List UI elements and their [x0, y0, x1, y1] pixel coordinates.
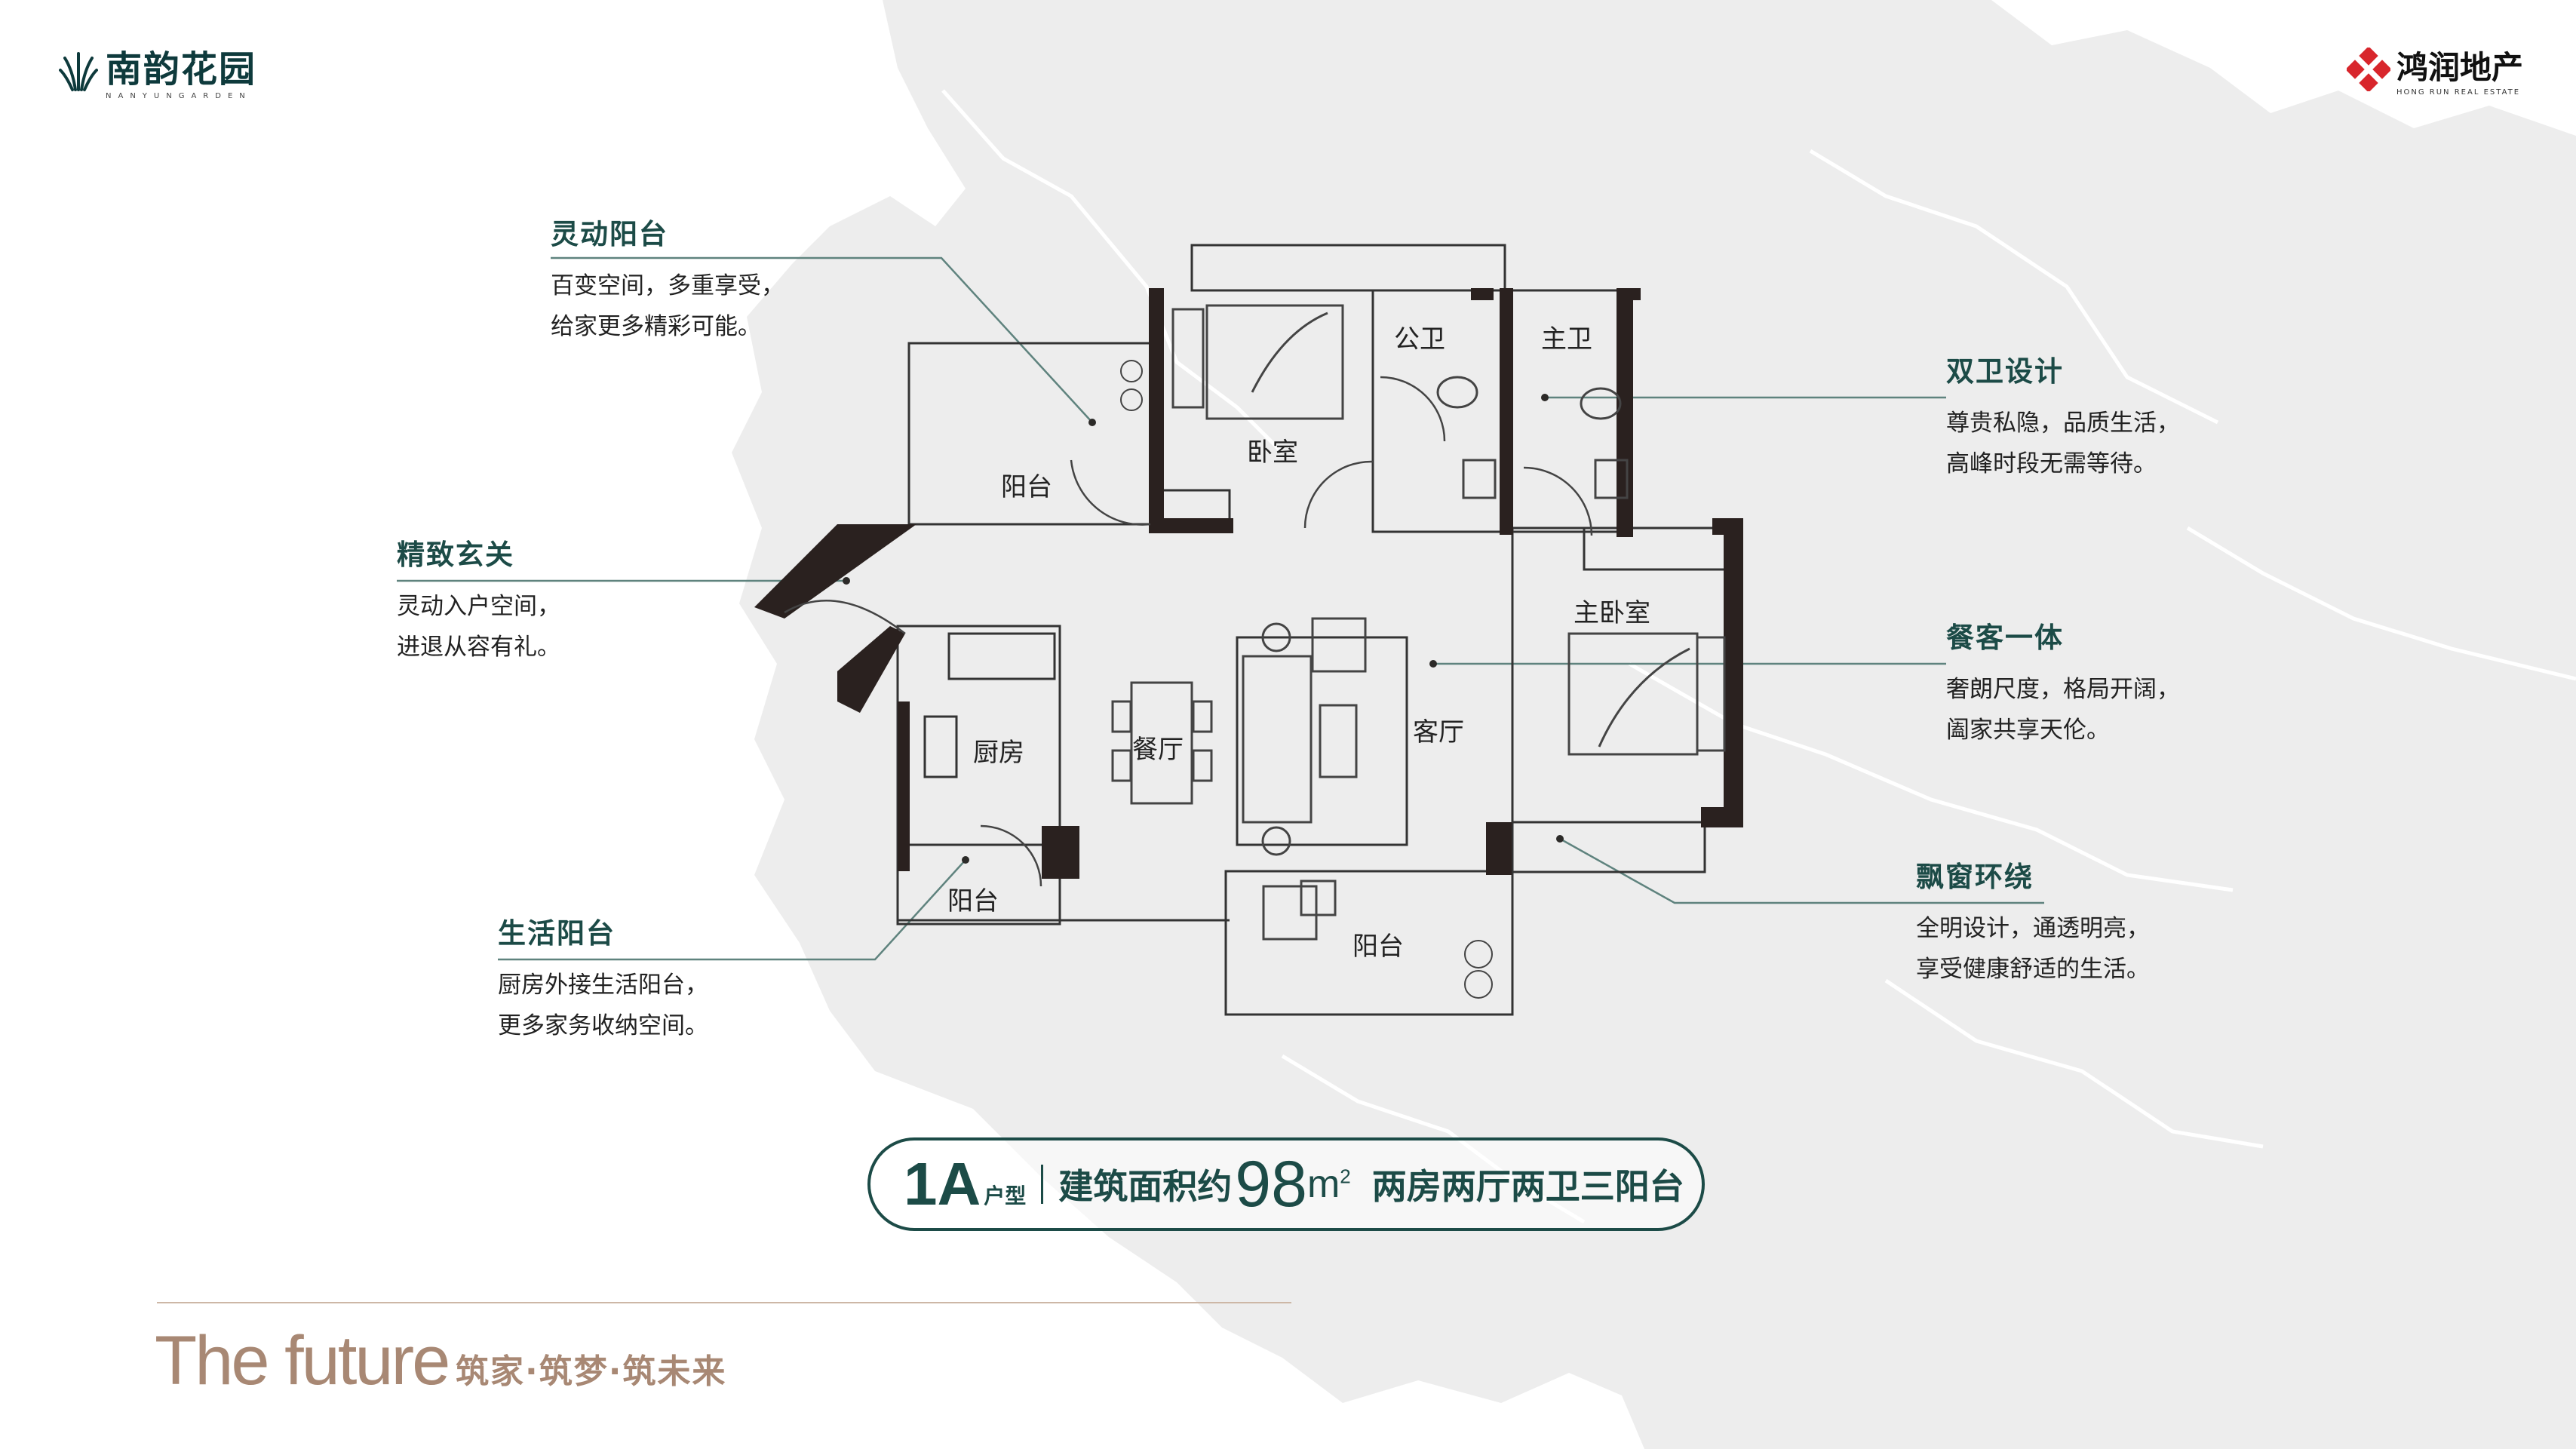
slogan-english: The future: [155, 1322, 450, 1399]
callout-text: 给家更多精彩可能。: [551, 313, 761, 340]
callout-text: 享受健康舒适的生活。: [1916, 956, 2150, 983]
callout-dual-bath: 双卫设计 尊贵私隐，品质生活， 高峰时段无需等待。: [1946, 348, 2180, 484]
brand-subtitle: NANYUNGARDEN: [106, 92, 252, 100]
callout-text: 进退从容有礼。: [397, 634, 560, 661]
fan-leaf-icon: [59, 51, 98, 91]
room-master-bedroom: 主卧室: [1574, 598, 1650, 628]
logo-nanyun-garden: 南韵花园 NANYUNGARDEN: [59, 39, 256, 100]
room-bedroom: 卧室: [1247, 437, 1298, 468]
room-balcony-top: 阳台: [1001, 472, 1052, 502]
area-unit: m2: [1306, 1162, 1351, 1206]
room-balcony-kitchen: 阳台: [947, 886, 999, 916]
callout-title: 双卫设计: [1946, 355, 2064, 388]
callout-bay-window: 飘窗环绕 全明设计，通透明亮， 享受健康舒适的生活。: [1916, 854, 2150, 990]
callout-service-balcony: 生活阳台 厨房外接生活阳台， 更多家务收纳空间。: [498, 910, 708, 1046]
callout-dining-living: 餐客一体 奢朗尺度，格局开阔， 阖家共享天伦。: [1946, 615, 2180, 751]
room-dining: 餐厅: [1132, 735, 1184, 765]
callout-entrance: 精致玄关 灵动入户空间， 进退从容有礼。: [397, 532, 560, 668]
area-value: 98: [1235, 1147, 1307, 1220]
callout-balcony-flex: 灵动阳台 百变空间，多重享受， 给家更多精彩可能。: [551, 211, 784, 347]
brand-subtitle: HONG RUN REAL ESTATE: [2396, 88, 2521, 97]
callout-text: 奢朗尺度，格局开阔，: [1946, 676, 2180, 703]
unit-spec-banner: 1A 户型 建筑面积约 98 m2 两房两厅两卫三阳台: [867, 1137, 1705, 1231]
callout-text: 尊贵私隐，品质生活，: [1946, 410, 2180, 437]
brand-name: 鸿润地产: [2396, 49, 2523, 86]
callout-text: 阖家共享天伦。: [1946, 717, 2110, 744]
spec-divider: [1041, 1165, 1044, 1204]
diamond-logo-icon: [2346, 48, 2390, 91]
room-balcony-living: 阳台: [1352, 932, 1404, 962]
room-kitchen: 厨房: [973, 738, 1024, 768]
callout-title: 生活阳台: [498, 917, 616, 950]
unit-code: 1A: [904, 1150, 981, 1217]
callout-text: 灵动入户空间，: [397, 593, 560, 620]
callout-text: 更多家务收纳空间。: [498, 1012, 708, 1039]
brand-name: 南韵花园: [106, 48, 257, 91]
callout-title: 餐客一体: [1946, 622, 2064, 654]
room-living: 客厅: [1413, 717, 1464, 748]
slogan-divider: [157, 1302, 1291, 1303]
callout-text: 高峰时段无需等待。: [1946, 450, 2157, 477]
callout-text: 厨房外接生活阳台，: [498, 972, 708, 999]
callout-title: 灵动阳台: [551, 218, 668, 250]
unit-layout: 两房两厅两卫三阳台: [1371, 1166, 1684, 1207]
area-label: 建筑面积约: [1058, 1166, 1233, 1207]
callout-text: 百变空间，多重享受，: [551, 272, 784, 299]
callout-text: 全明设计，通透明亮，: [1916, 915, 2150, 942]
slogan-chinese: 筑家·筑梦·筑未来: [456, 1352, 727, 1391]
callout-title: 飘窗环绕: [1916, 861, 2034, 893]
callout-title: 精致玄关: [397, 539, 514, 571]
room-public-bath: 公卫: [1394, 324, 1445, 355]
logo-hongrun: 鸿润地产 HONG RUN REAL ESTATE: [2346, 42, 2523, 97]
room-master-bath: 主卫: [1541, 324, 1592, 355]
unit-code-suffix: 户型: [984, 1183, 1027, 1208]
